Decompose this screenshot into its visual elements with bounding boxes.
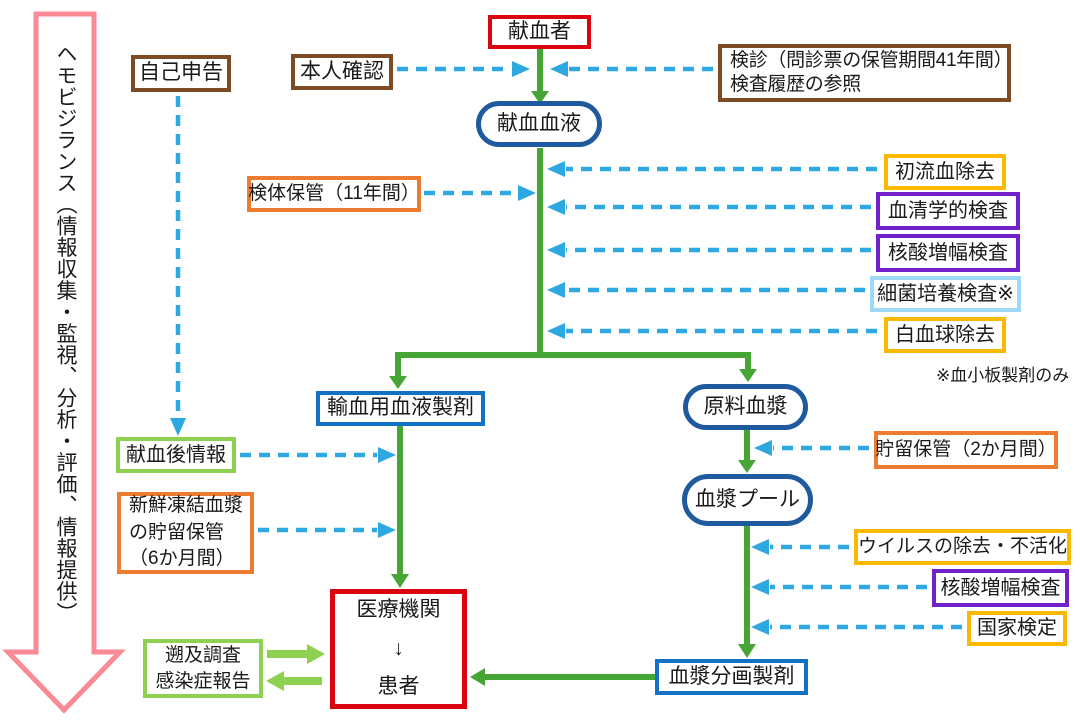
arrow-nat-test-lower	[751, 579, 927, 595]
arrow-screening	[550, 61, 713, 77]
node-traceback: 遡及調査 感染症報告	[143, 639, 263, 698]
medical-line-3: 患者	[377, 675, 420, 699]
node-first-flow-removal: 初流血除去	[884, 154, 1006, 190]
node-serology-test: 血清学的検査	[876, 192, 1020, 230]
screening-line-2: 検査履歴の参照	[730, 74, 861, 95]
arrow-first-flow-removal	[547, 161, 877, 177]
node-plasma-pool: 血漿プール	[682, 474, 813, 526]
arrow-nat-test-upper	[547, 242, 871, 258]
arrow-source-plasma-to-pool	[738, 429, 756, 473]
screening-line-1: 検診（問診票の保管期間41年間）	[730, 50, 1013, 72]
node-source-plasma: 原料血漿	[683, 384, 808, 430]
arrow-pool-to-derivatives	[738, 525, 756, 658]
arrow-bacteria-culture	[547, 282, 865, 298]
node-national-certification: 国家検定	[967, 611, 1067, 646]
arrow-post-donation-info	[240, 447, 396, 463]
dashed-measure-arrows	[170, 61, 962, 635]
node-identity-check: 本人確認	[291, 54, 393, 90]
arrow-medical-to-traceback	[266, 671, 322, 691]
arrow-derivatives-to-medical	[470, 668, 655, 686]
arrow-serology-test	[547, 199, 871, 215]
arrow-virus-removal	[751, 539, 849, 555]
arrow-national-certification	[751, 619, 962, 635]
green-flow-arrows	[389, 49, 757, 686]
ffp-line-1: 新鮮凍結血漿	[129, 495, 244, 517]
medical-line-1: 医療機関	[356, 597, 441, 621]
node-screening: 検診（問診票の保管期間41年間） 検査履歴の参照	[718, 44, 1013, 102]
arrow-self-report-down	[170, 96, 186, 436]
node-self-report: 自己申告	[131, 55, 231, 92]
arrow-donated-blood-branch	[389, 148, 757, 389]
node-donated-blood: 献血血液	[476, 101, 602, 147]
node-virus-removal: ウイルスの除去・不活化	[854, 529, 1071, 565]
node-ffp-storage: 新鮮凍結血漿 の貯留保管 （6か月間）	[117, 492, 254, 574]
arrow-traceback-to-medical	[267, 644, 325, 664]
arrow-sample-storage	[424, 185, 536, 201]
traceback-line-2: 感染症報告	[155, 670, 251, 692]
node-sample-storage: 検体保管（11年間）	[247, 176, 421, 212]
node-nat-test-upper: 核酸増幅検査	[876, 234, 1020, 272]
medical-down-arrow: ↓	[393, 636, 404, 660]
arrow-pooled-storage	[754, 440, 869, 456]
hemovigilance-banner-label: ヘモビジランス（情報収集・監視、分析・評価、情報提供）	[54, 42, 77, 624]
node-leukocyte-removal: 白血球除去	[884, 317, 1006, 353]
node-medical-institution: 医療機関 ↓ 患者	[330, 589, 467, 709]
node-post-donation-info: 献血後情報	[116, 437, 236, 473]
traceback-line-1: 遡及調査	[164, 644, 241, 666]
arrow-transfusion-to-medical	[391, 424, 409, 588]
node-transfusion-products: 輸血用血液製剤	[316, 391, 485, 426]
ffp-line-3: （6か月間）	[129, 548, 235, 570]
arrow-leukocyte-removal	[547, 323, 877, 339]
traceback-arrows	[266, 644, 325, 691]
ffp-line-2: の貯留保管	[129, 521, 225, 543]
node-bacteria-culture-test: 細菌培養検査※	[870, 276, 1021, 312]
node-nat-test-lower: 核酸増幅検査	[932, 569, 1069, 607]
node-donor: 献血者	[488, 15, 591, 49]
node-plasma-derivatives: 血漿分画製剤	[655, 659, 808, 695]
arrow-ffp-storage	[258, 522, 396, 538]
arrow-identity-check	[397, 61, 530, 77]
node-pooled-storage: 貯留保管（2か月間）	[874, 431, 1058, 469]
platelet-only-note: ※血小板製剤のみ	[936, 366, 1070, 385]
arrow-donor-to-donated-blood	[531, 49, 549, 104]
hemovigilance-banner-arrow	[2, 11, 126, 714]
